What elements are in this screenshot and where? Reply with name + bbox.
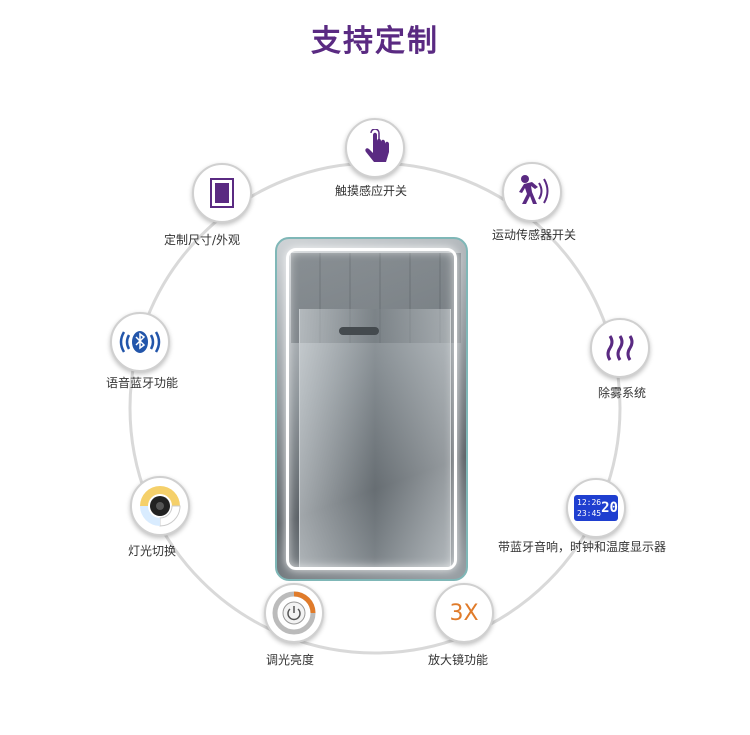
feature-motion-switch: 运动传感器开关 [470, 162, 670, 252]
feature-label: 调光亮度 [266, 653, 315, 667]
feature-bluetooth: 语音蓝牙功能 [106, 312, 306, 402]
led-mirror-image [275, 237, 468, 581]
walking-sensor-icon [502, 162, 562, 222]
heat-waves-icon [590, 318, 650, 378]
feature-defog: 除雾系统 [570, 318, 750, 408]
hand-touch-icon [345, 118, 405, 178]
feature-label: 灯光切换 [128, 544, 177, 558]
feature-label: 带蓝牙音响，时钟和温度显示器 [498, 540, 667, 554]
lcd-display-icon: 12:26 23:45 20 [566, 478, 626, 538]
magnifier-3x-text: 3X [449, 600, 479, 626]
lcd-temp-text: 20 [601, 499, 618, 516]
mirror-frame-icon [192, 163, 252, 223]
feature-magnifier: 3X 放大镜功能 [428, 583, 630, 673]
feature-label: 放大镜功能 [428, 653, 489, 667]
magnifier-3x-icon: 3X [434, 583, 494, 643]
feature-bt-clock: 12:26 23:45 20 带蓝牙音响，时钟和温度显示器 [498, 478, 698, 568]
bluetooth-speaker-icon [110, 312, 170, 372]
led-light-strip [286, 248, 457, 570]
feature-label: 触摸感应开关 [335, 184, 408, 198]
feature-light-switch: 灯光切换 [126, 476, 326, 566]
feature-label: 运动传感器开关 [492, 228, 577, 242]
feature-custom-size: 定制尺寸/外观 [164, 163, 364, 253]
feature-label: 除雾系统 [598, 386, 647, 400]
page-title: 支持定制 [311, 24, 439, 59]
shower-enclosure [299, 309, 451, 569]
feature-touch-switch: 触摸感应开关 [275, 118, 475, 208]
shower-head [339, 327, 379, 335]
feature-label: 定制尺寸/外观 [164, 233, 241, 247]
feature-dimming: 调光亮度 [262, 583, 462, 673]
power-dial-icon [264, 583, 324, 643]
color-temp-dial-icon [130, 476, 190, 536]
lcd-time-text: 12:26 23:45 [577, 498, 602, 518]
feature-label: 语音蓝牙功能 [106, 376, 179, 390]
